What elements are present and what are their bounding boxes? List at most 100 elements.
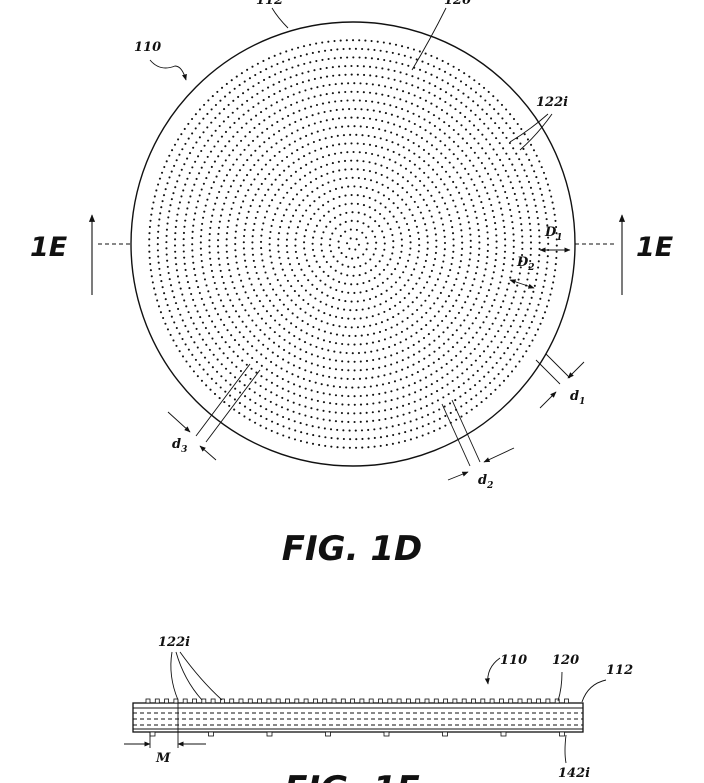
perforation-dot [536, 273, 538, 275]
perforation-dot [260, 235, 262, 237]
perforation-dot [289, 144, 291, 146]
perforation-dot [416, 427, 418, 429]
perforation-dot [411, 184, 413, 186]
perforation-dot [438, 191, 440, 193]
perforation-dot [504, 244, 506, 246]
perforation-dot [312, 237, 314, 239]
perforation-dot [241, 304, 243, 306]
perforation-dot [487, 173, 489, 175]
perforation-dot [396, 361, 398, 363]
perforation-dot [240, 370, 242, 372]
perforation-dot [357, 142, 359, 144]
perforation-dot [186, 158, 188, 160]
perforation-dot [221, 150, 223, 152]
perforation-dot [439, 418, 441, 420]
perforation-dot [490, 393, 492, 395]
perforation-dot [409, 254, 411, 256]
perforation-dot [349, 447, 351, 449]
perforation-dot [218, 191, 220, 193]
perforation-dot [372, 368, 374, 370]
perforation-dot [425, 260, 427, 262]
perforation-dot [319, 266, 321, 268]
perforation-dot [482, 280, 484, 282]
perforation-dot [434, 227, 436, 229]
perforation-dot [363, 326, 365, 328]
perforation-dot [346, 352, 348, 354]
perforation-dot [356, 283, 358, 285]
perforation-dot [455, 355, 457, 357]
perforation-dot [448, 295, 450, 297]
perforation-dot [400, 251, 402, 253]
perforation-dot [423, 287, 425, 289]
perforation-dot [441, 267, 443, 269]
perforation-dot [341, 360, 343, 362]
bottom-stud [150, 732, 155, 736]
perforation-dot [423, 199, 425, 201]
top-stud [462, 699, 466, 703]
perforation-dot [158, 262, 160, 264]
perforation-dot [332, 66, 334, 68]
perforation-dot [455, 300, 457, 302]
perforation-dot [287, 399, 289, 401]
perforation-dot [326, 261, 328, 263]
perforation-dot [344, 283, 346, 285]
perforation-dot [454, 399, 456, 401]
perforation-dot [454, 317, 456, 319]
perforation-dot [393, 151, 395, 153]
perforation-dot [373, 333, 375, 335]
perforation-dot [219, 100, 221, 102]
perforation-dot [493, 108, 495, 110]
perforation-dot [315, 382, 317, 384]
perforation-dot [276, 414, 278, 416]
perforation-dot [311, 389, 313, 391]
perforation-dot [362, 160, 364, 162]
perforation-dot [429, 276, 431, 278]
perforation-dot [199, 136, 201, 138]
perforation-dot [332, 162, 334, 164]
perforation-dot [372, 342, 374, 344]
perforation-dot [196, 178, 198, 180]
perforation-dot [353, 412, 355, 414]
perforation-dot [171, 149, 173, 151]
perforation-dot [434, 315, 436, 317]
perforation-dot [436, 173, 438, 175]
perforation-dot [298, 295, 300, 297]
perforation-dot [332, 297, 334, 299]
perforation-dot [350, 168, 352, 170]
perforation-dot [409, 235, 411, 237]
perforation-dot [358, 352, 360, 354]
perforation-dot [501, 275, 503, 277]
perforation-dot [403, 414, 405, 416]
perforation-dot [184, 325, 186, 327]
perforation-dot [220, 386, 222, 388]
perforation-dot [396, 352, 398, 354]
perforation-dot [375, 265, 377, 267]
perforation-dot [438, 117, 440, 119]
perforation-dot [196, 328, 198, 330]
perforation-dot [253, 308, 255, 310]
perforation-dot [366, 248, 368, 250]
perforation-dot [280, 367, 282, 369]
perforation-dot [528, 181, 530, 183]
perforation-dot [490, 178, 492, 180]
perforation-dot [331, 232, 333, 234]
perforation-dot [301, 72, 303, 74]
perforation-dot [428, 92, 430, 94]
perforation-dot [183, 226, 185, 228]
perforation-dot [221, 209, 223, 211]
perforation-dot [538, 260, 540, 262]
perforation-dot [349, 438, 351, 440]
perforation-dot [238, 212, 240, 214]
perforation-dot [340, 152, 342, 154]
top-stud [286, 699, 290, 703]
perforation-dot [426, 141, 428, 143]
perforation-dot [420, 407, 422, 409]
perforation-dot [294, 438, 296, 440]
perforation-dot [225, 368, 227, 370]
perforation-dot [539, 188, 541, 190]
perforation-dot [524, 314, 526, 316]
perforation-dot [342, 108, 344, 110]
perforation-dot [369, 325, 371, 327]
perforation-dot [381, 147, 383, 149]
perforation-dot [460, 260, 462, 262]
